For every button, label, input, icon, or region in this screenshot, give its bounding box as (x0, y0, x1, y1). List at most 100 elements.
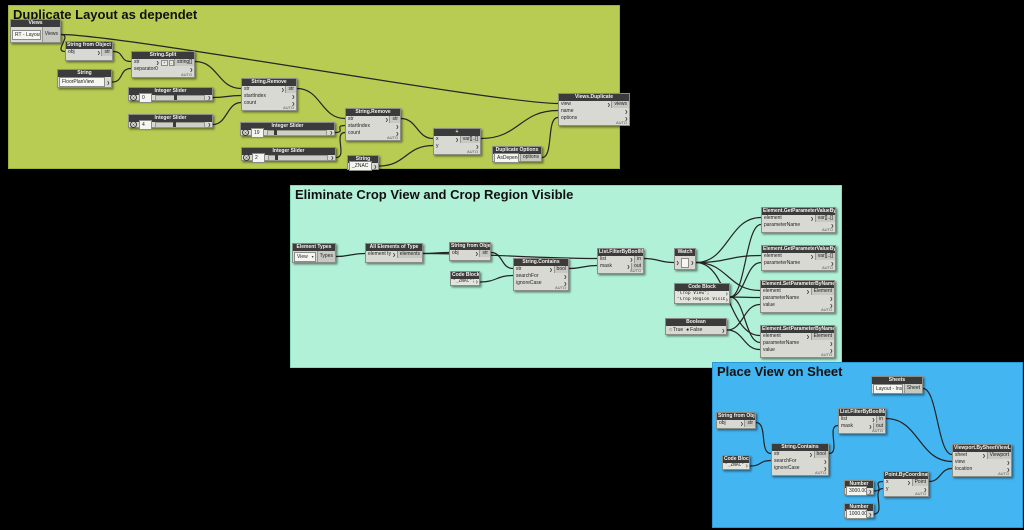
slider-value-box[interactable]: 19 (251, 127, 264, 138)
wire[interactable] (695, 261, 761, 292)
input-port-arrow-icon[interactable]: ❯ (829, 296, 833, 301)
node-header[interactable]: Integer Slider (129, 115, 212, 122)
group-eliminate-crop[interactable]: Eliminate Crop View and Crop Region Visi… (290, 185, 842, 368)
node-header[interactable]: Boolean (666, 319, 726, 326)
input-port-arrow-icon[interactable]: ❯ (291, 101, 295, 106)
wire[interactable] (60, 33, 559, 105)
node-header[interactable]: Element.SetParameterByName (761, 281, 834, 288)
input-port-arrow-icon[interactable]: ❯ (810, 254, 814, 259)
wire[interactable] (726, 303, 761, 331)
output-port-str[interactable]: str (744, 420, 755, 427)
node-cb3[interactable]: Code Block"_ZNAC";❯ (722, 455, 750, 470)
node-getp2[interactable]: Element.GetParameterValueByNameelement❯v… (761, 245, 836, 271)
wire[interactable] (729, 296, 761, 344)
node-header[interactable]: Code Block (451, 272, 479, 279)
input-port-arrow-icon[interactable]: ❯ (624, 116, 628, 121)
output-port-bool[interactable]: bool (813, 451, 828, 458)
input-port-arrow-icon[interactable]: ❯ (923, 487, 927, 492)
node-header[interactable]: String from Object (66, 42, 112, 49)
wire[interactable] (755, 421, 772, 455)
wire[interactable] (212, 94, 242, 99)
input-port-arrow-icon[interactable]: ❯ (392, 252, 396, 257)
node-header[interactable]: Integer Slider (241, 123, 334, 130)
wire[interactable] (541, 116, 559, 159)
node-header[interactable]: Code Block (675, 284, 729, 291)
wire[interactable] (480, 109, 559, 140)
lacing-auto-label[interactable]: AUTO (914, 491, 926, 496)
slider-collapse-icon[interactable]: ✕ (242, 129, 249, 136)
wire[interactable] (643, 257, 675, 264)
slider-value-box[interactable]: 0 (139, 92, 152, 103)
node-header[interactable]: String.Contains (772, 444, 828, 451)
node-header[interactable]: Element.SetParameterByName (761, 326, 834, 333)
input-port-arrow-icon[interactable]: ❯ (907, 480, 911, 485)
slider-collapse-icon[interactable]: ✕ (130, 121, 137, 128)
lacing-auto-label[interactable]: AUTO (820, 352, 832, 357)
node-header[interactable]: Element.GetParameterValueByName (762, 208, 835, 215)
output-port-arrow-icon[interactable]: ❯ (721, 327, 725, 333)
wire[interactable] (695, 254, 762, 264)
node-header[interactable]: All Elements of Type (366, 244, 422, 251)
slider-track[interactable] (267, 128, 327, 136)
output-port-Element[interactable]: Element (810, 333, 834, 340)
node-boolean[interactable]: Boolean○True●False❯ (665, 318, 727, 335)
wire[interactable] (490, 251, 514, 270)
node-header[interactable]: String.Split (132, 52, 194, 59)
input-port-arrow-icon[interactable]: ❯ (871, 417, 876, 422)
node-islider4[interactable]: Integer Slider✕2❯ (241, 147, 336, 163)
input-port-arrow-icon[interactable]: ❯ (563, 281, 567, 286)
output-port-var[]..[][interactable]: var[]..[] (814, 215, 835, 222)
input-port-arrow-icon[interactable]: ❯ (1006, 460, 1010, 465)
wire[interactable] (334, 124, 346, 134)
input-port-arrow-icon[interactable]: ❯ (563, 274, 567, 279)
output-port-var[]..[][interactable]: var[]..[] (459, 136, 480, 143)
node-header[interactable]: String.Contains (514, 259, 568, 266)
input-port-arrow-icon[interactable]: ❯ (809, 452, 813, 457)
input-port-arrow-icon[interactable]: ❯ (607, 102, 611, 107)
node-header[interactable]: Integer Slider (242, 148, 335, 155)
wire[interactable] (749, 459, 772, 467)
node-header[interactable]: Element.GetParameterValueByName (762, 246, 835, 253)
output-port-str[interactable]: str (285, 86, 296, 93)
slider-thumb[interactable] (273, 128, 277, 135)
wire[interactable] (828, 424, 839, 455)
output-port-out[interactable]: out (631, 263, 643, 270)
input-port-arrow-icon[interactable]: ❯ (982, 453, 986, 458)
slider-track[interactable] (155, 120, 205, 128)
slider-thumb[interactable] (174, 93, 178, 100)
lacing-auto-label[interactable]: AUTO (814, 470, 826, 475)
slider-value-box[interactable]: 2 (252, 152, 265, 163)
output-port-Point[interactable]: Point (911, 479, 928, 486)
node-header[interactable]: Viewport.BySheetViewLocation (953, 445, 1011, 452)
wire[interactable] (729, 296, 761, 299)
input-port-arrow-icon[interactable]: ❯ (823, 459, 827, 464)
output-port-Types[interactable]: Types (316, 251, 335, 262)
output-port-arrow-icon[interactable]: ❯ (329, 130, 333, 135)
output-port-arrow-icon[interactable]: ❯ (373, 163, 377, 169)
input-port-arrow-icon[interactable]: ❯ (806, 334, 810, 339)
wire[interactable] (335, 131, 346, 159)
node-header[interactable]: String.Remove (346, 109, 400, 116)
wire[interactable] (726, 329, 761, 351)
string-input[interactable]: _ZNAC (349, 161, 372, 171)
input-port-arrow-icon[interactable]: ❯ (868, 424, 873, 429)
output-port-arrow-icon[interactable]: ❯ (475, 279, 478, 284)
node-header[interactable]: String.Remove (242, 79, 296, 86)
input-port-arrow-icon[interactable]: ❯ (475, 251, 479, 256)
wire[interactable] (194, 60, 242, 90)
wire[interactable] (695, 216, 762, 264)
node-header[interactable]: Number (845, 481, 873, 488)
